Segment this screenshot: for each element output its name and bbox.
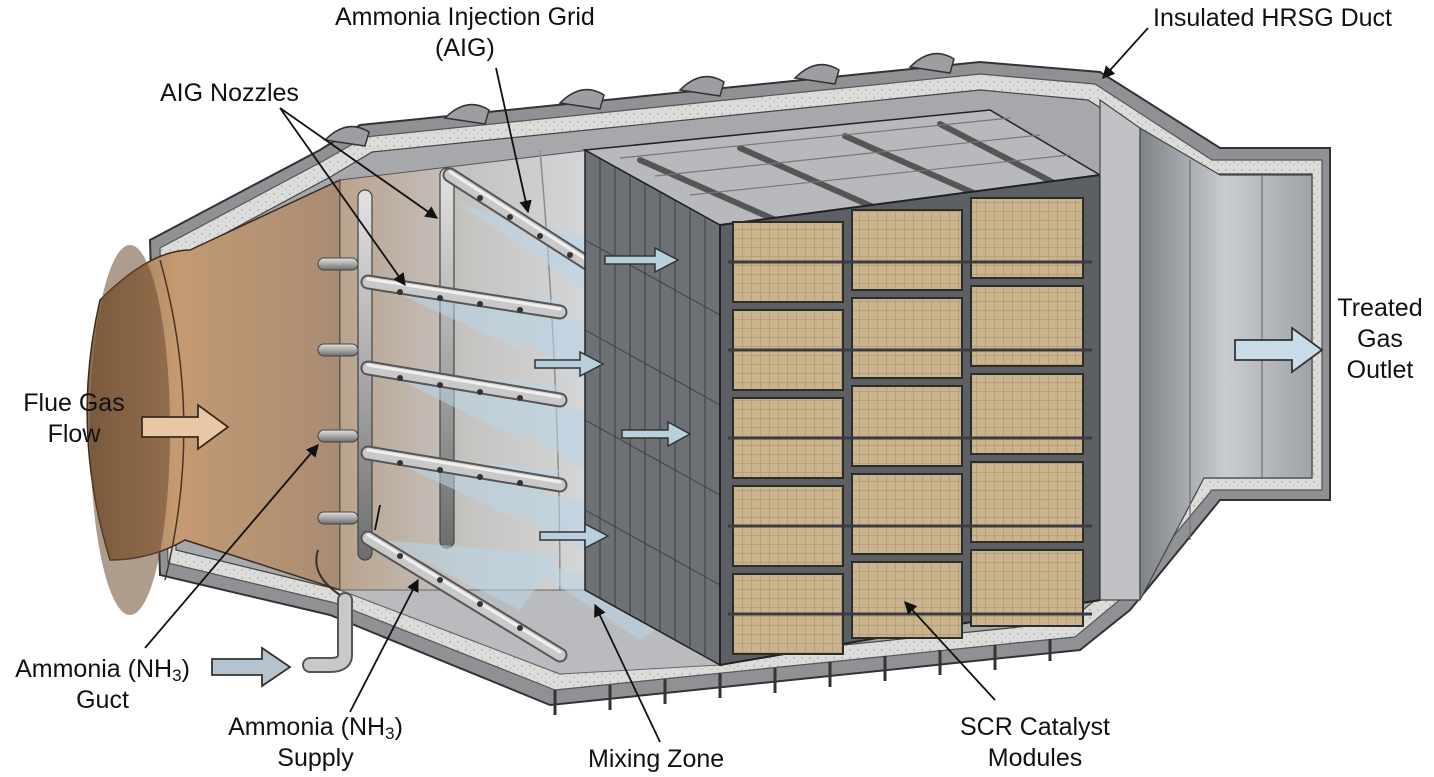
label-scr-line1: SCR Catalyst xyxy=(959,713,1111,741)
duct-top-stiffeners xyxy=(323,52,955,147)
label-ammonia-injection-grid: Ammonia Injection Grid (AIG) xyxy=(335,2,595,64)
scr-catalyst-modules-grid xyxy=(728,197,1092,655)
label-aig-nozzles: AIG Nozzles xyxy=(160,79,299,107)
label-ammonia-supply: Ammonia (NH3) Supply xyxy=(208,712,423,774)
mixing-flow-arrows xyxy=(534,246,692,550)
label-aig-line1: Ammonia Injection Grid xyxy=(335,3,595,31)
label-treated-line2: Gas xyxy=(1357,325,1403,353)
label-flue-gas-flow: Flue Gas Flow xyxy=(14,388,134,450)
label-supply-line1: Ammonia (NH3) xyxy=(228,713,403,743)
label-insulated-hrsg-duct: Insulated HRSG Duct xyxy=(1153,4,1392,32)
label-ammonia-guct: Ammonia (NH3) Guct xyxy=(0,654,205,716)
label-supply-line2: Supply xyxy=(277,744,354,772)
label-treated-gas-outlet: Treated Gas Outlet xyxy=(1330,293,1430,386)
label-treated-line3: Outlet xyxy=(1346,356,1414,384)
catalyst-bank-side xyxy=(584,148,721,667)
duct-bottom-supports xyxy=(553,639,1052,715)
inlet-opening xyxy=(90,245,170,615)
ammonia-supply-arrow xyxy=(211,646,292,688)
label-treated-line1: Treated xyxy=(1337,294,1423,322)
label-scr-line2: Modules xyxy=(987,744,1083,772)
label-guct-line1: Ammonia (NH3) xyxy=(15,655,190,685)
ammonia-supply-pipe xyxy=(302,549,353,673)
label-guct-line2: Guct xyxy=(76,686,129,714)
aig-wall-stubs xyxy=(317,257,359,525)
inlet-flow-arrow xyxy=(141,403,230,451)
leader-lines xyxy=(144,27,1149,743)
label-flue-line1: Flue Gas xyxy=(23,389,125,417)
treated-gas-arrow xyxy=(1234,326,1324,374)
label-mixing-zone: Mixing Zone xyxy=(588,745,725,773)
outlet-transition xyxy=(1139,126,1313,601)
label-aig-line2: (AIG) xyxy=(435,34,495,62)
label-scr-catalyst-modules: SCR Catalyst Modules xyxy=(935,712,1135,774)
label-flue-line2: Flow xyxy=(47,420,101,448)
aig-nozzle-dots xyxy=(397,195,573,631)
